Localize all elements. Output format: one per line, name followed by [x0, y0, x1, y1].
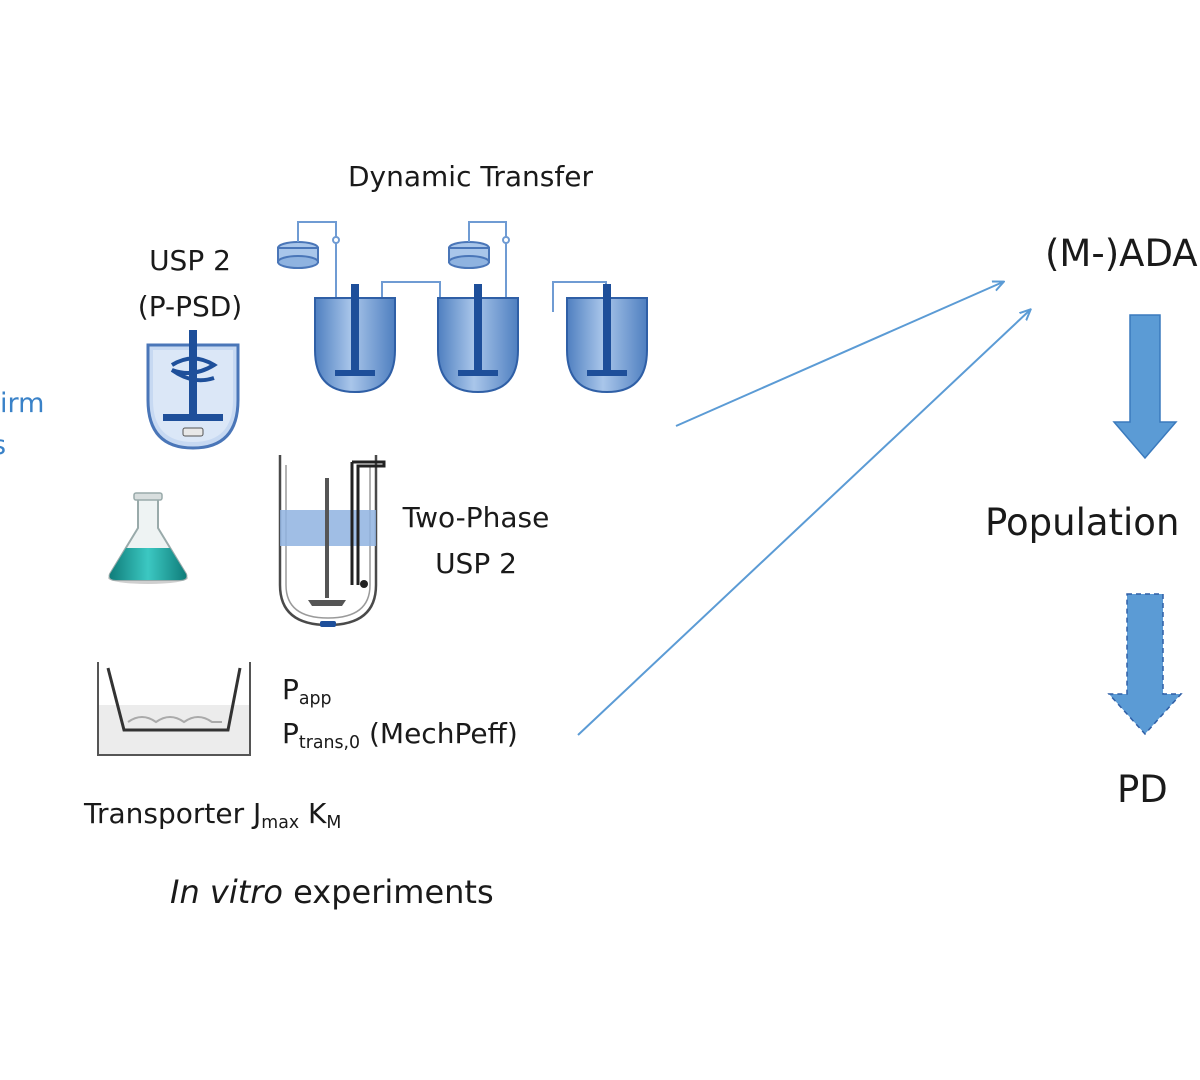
papp-label: Papp	[282, 673, 332, 708]
madam-label: (M-)ADA	[1045, 232, 1198, 275]
dissolution-vessel-icon	[314, 284, 396, 394]
transporter-prefix: Transporter J	[84, 797, 262, 830]
ptrans-base: P	[282, 717, 299, 750]
in-vitro-caption: In vitro experiments	[170, 876, 494, 908]
two-phase-vessel-icon	[278, 455, 386, 627]
ptrans-label: Ptrans,0 (MechPeff)	[282, 717, 518, 752]
dissolution-vessel-icon	[437, 284, 519, 394]
papp-base: P	[282, 673, 299, 706]
erlenmeyer-flask-icon	[108, 492, 188, 584]
pd-label: PD	[1117, 768, 1168, 811]
pump-icon	[277, 241, 319, 269]
dashed-arrow-down-icon	[1107, 593, 1183, 736]
left-edge-text-1: irm	[0, 388, 45, 419]
usp2-ppsd-label-line2: (P-PSD)	[137, 290, 243, 323]
pump-icon	[448, 241, 490, 269]
usp2-vessel-icon	[146, 330, 240, 450]
in-vitro-rest: experiments	[283, 873, 494, 911]
usp2-ppsd-label-line1: USP 2	[149, 244, 231, 277]
in-vitro-italic: In vitro	[170, 873, 283, 911]
ptrans-suffix: (MechPeff)	[360, 717, 518, 750]
jmax-subscript: max	[261, 812, 300, 833]
dynamic-transfer-title: Dynamic Transfer	[348, 160, 593, 193]
arrow-down-icon	[1112, 314, 1178, 460]
papp-subscript: app	[298, 688, 332, 709]
transwell-insert-icon	[97, 662, 251, 756]
left-edge-text-2: s	[0, 432, 6, 459]
two-phase-label-line2: USP 2	[435, 547, 517, 580]
population-label: Population	[985, 501, 1180, 544]
km-subscript: M	[326, 812, 342, 833]
transporter-label: Transporter Jmax KM	[84, 797, 341, 832]
k-base: K	[299, 797, 327, 830]
two-phase-label-line1: Two-Phase	[402, 501, 550, 534]
ptrans-subscript: trans,0	[298, 732, 361, 753]
dissolution-vessel-icon	[566, 284, 648, 394]
connector-arrows	[577, 282, 1030, 736]
